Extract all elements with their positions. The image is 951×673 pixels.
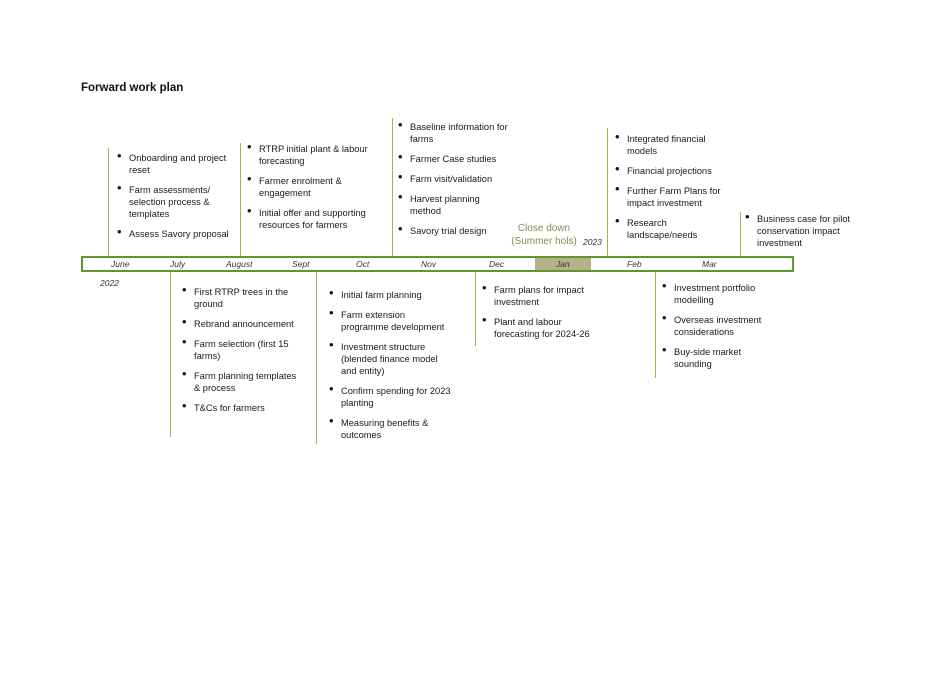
list-item: Farm selection (first 15 farms) [182,336,300,362]
month-sept: Sept [292,259,310,269]
list-item: Farm visit/validation [398,171,508,185]
month-june: June [111,259,130,269]
list-item: Assess Savory proposal [117,226,235,240]
list-item: Farm extension programme development [329,307,454,333]
timeline-bar [81,256,794,272]
month-august: August [226,259,253,269]
list-item: Harvest planning method [398,191,508,217]
connector-oct [316,272,317,444]
list-item: Integrated financial models [615,131,730,157]
month-july: July [170,259,186,269]
list-item: RTRP initial plant & labour forecasting [247,141,377,167]
tasks-august: RTRP initial plant & labour forecasting … [247,141,377,231]
list-item: Investment portfolio modelling [662,280,774,306]
list-item: Onboarding and project reset [117,150,235,176]
list-item: Plant and labour forecasting for 2024-26 [482,314,592,340]
page-title: Forward work plan [81,82,184,94]
connector-feb [607,128,608,256]
tasks-nov: Baseline information for farms Farmer Ca… [398,119,508,237]
list-item: Further Farm Plans for impact investment [615,183,730,209]
list-item: Farm plans for impact investment [482,282,592,308]
close-down-label: Close down [517,223,571,234]
jan-highlight [535,258,591,272]
month-nov: Nov [421,259,437,269]
year-start-label: 2022 [100,278,119,288]
month-jan: Jan [556,259,570,269]
list-item: Farm assessments/ selection process & te… [117,182,235,220]
connector-nov [392,118,393,256]
tasks-oct: Initial farm planning Farm extension pro… [329,287,454,441]
list-item: Baseline information for farms [398,119,508,145]
list-item: First RTRP trees in the ground [182,284,300,310]
tasks-mar: Investment portfolio modelling Overseas … [662,280,774,370]
month-mar: Mar [702,259,717,269]
list-item: Rebrand announcement [182,316,300,330]
list-item: Measuring benefits & outcomes [329,415,454,441]
list-item: T&Cs for farmers [182,400,300,414]
month-feb: Feb [627,259,642,269]
year-end-label: 2023 [583,237,602,247]
month-oct: Oct [356,259,370,269]
close-down-reason: (Summer hols) [511,236,577,247]
list-item: Confirm spending for 2023 planting [329,383,454,409]
list-item: Farm planning templates & process [182,368,300,394]
list-item: Buy-side market sounding [662,344,774,370]
list-item: Business case for pilot conservation imp… [745,211,860,249]
list-item: Farmer Case studies [398,151,508,165]
list-item: Savory trial design [398,223,508,237]
connector-august [240,143,241,256]
connector-apr [740,212,741,256]
connector-dec [475,272,476,346]
list-item: Overseas investment considerations [662,312,774,338]
list-item: Farmer enrolment & engagement [247,173,377,199]
tasks-feb: Integrated financial models Financial pr… [615,131,730,241]
list-item: Investment structure (blended finance mo… [329,339,454,377]
connector-july [170,272,171,437]
tasks-july: First RTRP trees in the ground Rebrand a… [182,284,300,414]
connector-mar [655,272,656,378]
tasks-june: Onboarding and project reset Farm assess… [117,150,235,248]
tasks-apr: Business case for pilot conservation imp… [745,211,860,249]
connector-june [108,148,109,256]
tasks-dec: Farm plans for impact investment Plant a… [482,282,592,340]
close-down-note: Close down (Summer hols) [510,222,578,248]
list-item: Research landscape/needs [615,215,730,241]
list-item: Initial farm planning [329,287,454,301]
list-item: Initial offer and supporting resources f… [247,205,377,231]
list-item: Financial projections [615,163,730,177]
month-dec: Dec [489,259,505,269]
